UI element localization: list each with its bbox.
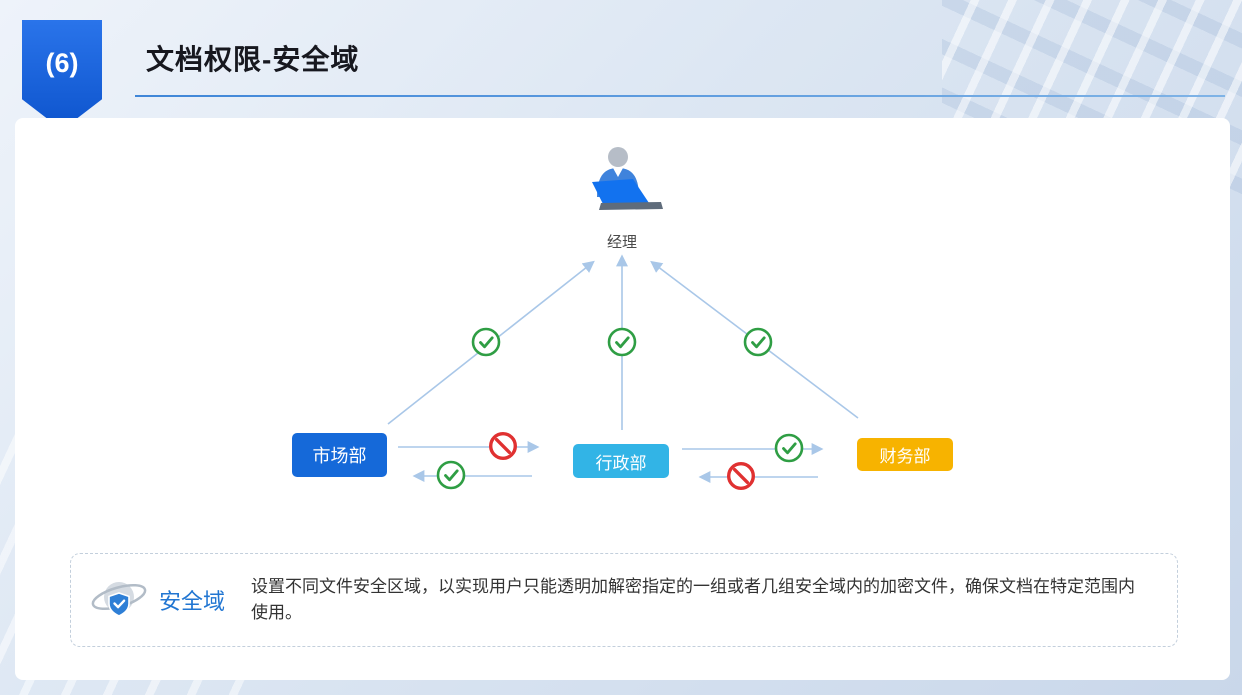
title-divider [135, 95, 1225, 97]
manager-icon [592, 147, 663, 210]
allow-icon [473, 329, 499, 355]
deny-icon [729, 464, 754, 489]
allow-icon [438, 462, 464, 488]
allow-icon [745, 329, 771, 355]
allow-icon [776, 435, 802, 461]
manager-label: 经理 [606, 234, 637, 251]
security-domain-description: 设置不同文件安全区域，以实现用户只能透明加解密指定的一组或者几组安全域内的加密文… [251, 576, 1136, 622]
slide-number: (6) [45, 48, 79, 78]
security-domain-icon [91, 582, 147, 617]
page-title: 文档权限-安全域 [146, 44, 360, 75]
allow-icon [609, 329, 635, 355]
department-admin: 行政部 [573, 444, 669, 478]
security-domain-label: 安全域 [159, 589, 226, 614]
department-finance: 财务部 [857, 438, 953, 471]
deny-icon [491, 434, 516, 459]
department-market: 市场部 [292, 433, 387, 477]
security-domain-info-box: 安全域 设置不同文件安全区域，以实现用户只能透明加解密指定的一组或者几组安全域内… [70, 553, 1178, 647]
